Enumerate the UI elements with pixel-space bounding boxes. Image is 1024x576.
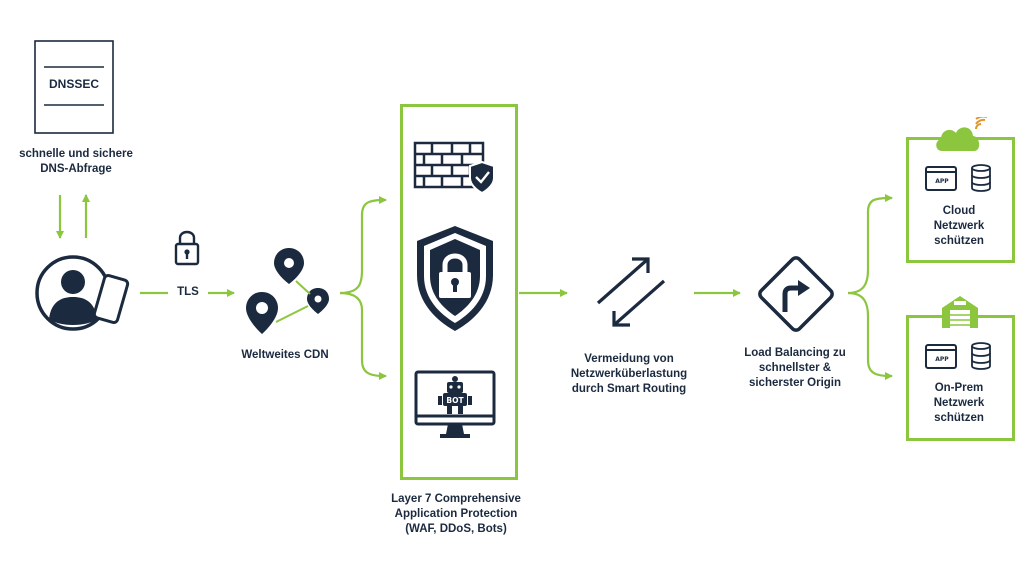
dnssec-caption: schnelle und sichere DNS-Abfrage [19,148,133,175]
firewall-wall-icon [413,141,495,195]
bot-monitor-icon: BOT [414,370,496,438]
cloud-app-label: APP [935,178,949,185]
onprem-box [906,315,1015,441]
document-icon [34,40,114,134]
user-with-phone-icon [35,255,130,331]
bracket-cdn [339,198,385,295]
app-window-icon: APP [925,166,957,191]
building-icon [942,296,978,328]
dnssec-label: DNSSEC [48,77,99,91]
swap-arrows-icon [596,257,666,327]
routing-caption: Vermeidung von Netzwerküberlastung durch… [570,353,688,395]
bracket-lb [847,196,891,295]
lb-caption: Load Balancing zu schnellster & sicherst… [744,347,846,389]
shield-lock-icon [417,226,493,331]
map-pins-icon [246,248,329,334]
database-icon [971,164,991,192]
tls-label: TLS [168,285,208,300]
turn-right-sign-icon [758,256,834,332]
onprem-caption: On-Prem Netzwerk schützen [933,382,985,424]
onprem-app-label: APP [935,356,949,363]
cloud-caption: Cloud Netzwerk schützen [933,205,985,247]
protection-caption: Layer 7 Comprehensive Application Protec… [391,493,521,535]
cloud-wifi-icon [936,117,987,151]
database-icon [971,342,991,370]
padlock-icon [174,230,200,266]
bot-label: BOT [446,396,464,405]
cdn-caption: Weltweites CDN [241,349,329,361]
app-window-icon: APP [925,344,957,369]
